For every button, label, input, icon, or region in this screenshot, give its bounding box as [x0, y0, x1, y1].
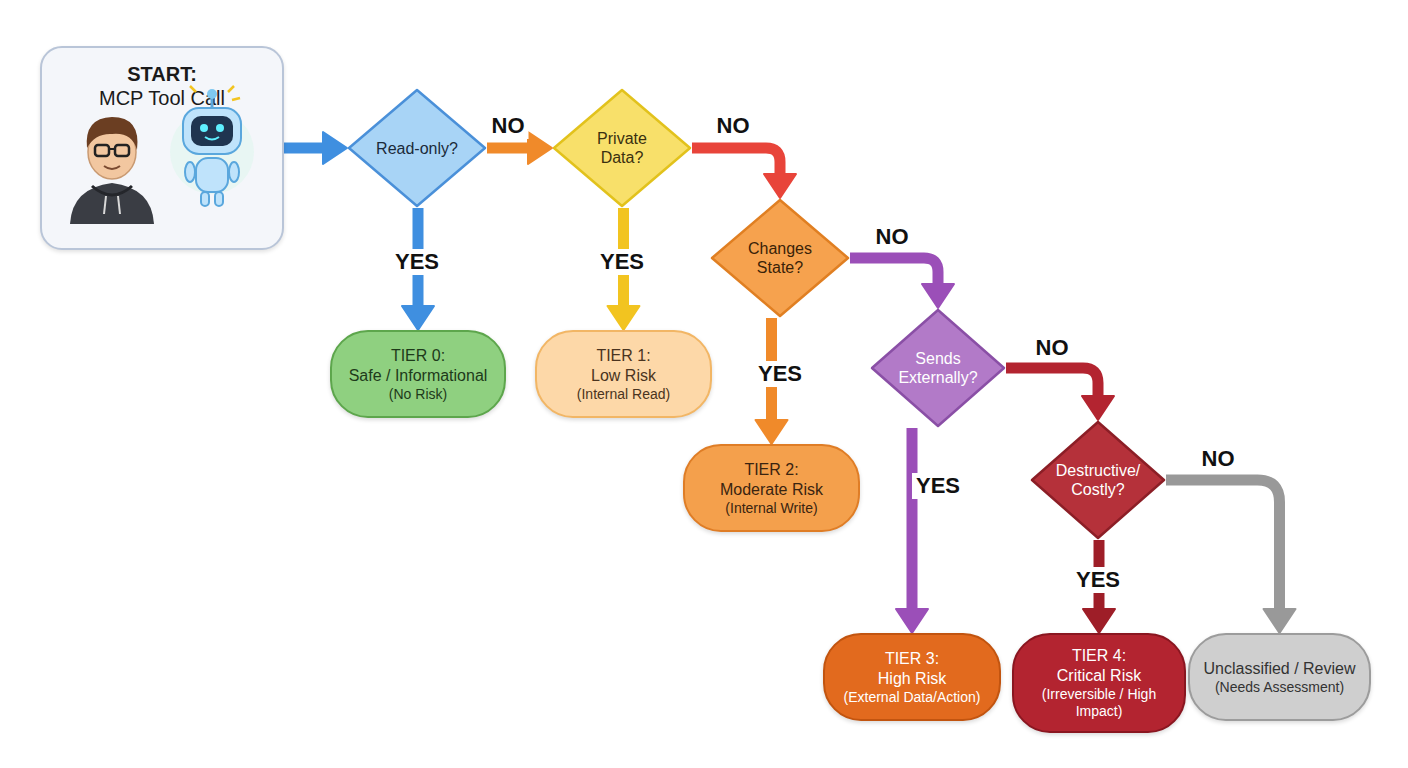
outcome-note: (Internal Read): [577, 386, 670, 403]
outcome-text-block: Unclassified / Review(Needs Assessment): [1190, 635, 1369, 719]
outcome-box: TIER 1:Low Risk(Internal Read): [535, 330, 712, 418]
outcome-text-block: TIER 0:Safe / Informational(No Risk): [332, 332, 504, 416]
diamond-outline: [870, 308, 1006, 428]
decision-diamond: Changes State?: [710, 198, 850, 318]
decision-diamond: Private Data?: [552, 88, 692, 208]
connector-line: [850, 258, 938, 286]
arrow-head: [323, 132, 347, 164]
outcome-text: Critical Risk: [1057, 666, 1141, 686]
start-text: MCP Tool Call: [42, 86, 282, 110]
outcome-box: TIER 2:Moderate Risk(Internal Write): [683, 444, 860, 532]
arrow-head: [608, 306, 640, 330]
decision-diamond: Destructive/ Costly?: [1030, 420, 1166, 540]
diamond-shape: [1032, 422, 1164, 538]
connector-line: [487, 143, 530, 154]
arrow-head: [756, 420, 788, 444]
arrow-head: [922, 284, 954, 308]
diamond-shape: [872, 310, 1004, 426]
decision-text: Changes State?: [734, 239, 826, 277]
outcome-note: (Needs Assessment): [1215, 679, 1344, 696]
arrow-head: [764, 174, 796, 198]
outcome-text: Safe / Informational: [349, 366, 488, 386]
edge-label: NO: [488, 113, 529, 139]
edge-label: YES: [912, 473, 964, 499]
diamond-outline: [1030, 420, 1166, 540]
start-heading: START:: [42, 62, 282, 86]
edge-label: NO: [872, 224, 913, 250]
outcome-text: TIER 2:: [744, 460, 798, 480]
outcome-box: Unclassified / Review(Needs Assessment): [1188, 633, 1371, 721]
arrow-head: [402, 306, 434, 330]
outcome-note: (Irreversible / High Impact): [1022, 686, 1176, 720]
outcome-text: TIER 0:: [391, 346, 445, 366]
edge-label: NO: [1198, 446, 1239, 472]
outcome-box: TIER 0:Safe / Informational(No Risk): [330, 330, 506, 418]
connector-line: [1006, 368, 1098, 398]
diamond-shape: [554, 90, 690, 206]
decision-text: Private Data?: [576, 129, 668, 167]
diamond-outline: [552, 88, 692, 208]
arrow-head: [528, 132, 552, 164]
outcome-note: (External Data/Action): [844, 689, 981, 706]
diamond-shape: [712, 200, 848, 316]
outcome-box: TIER 3:High Risk(External Data/Action): [823, 633, 1001, 721]
outcome-text: TIER 1:: [596, 346, 650, 366]
decision-text: Sends Externally?: [892, 349, 984, 387]
edge-label: NO: [1032, 335, 1073, 361]
outcome-note: (Internal Write): [725, 500, 817, 517]
connector: [850, 258, 954, 308]
outcome-text: Moderate Risk: [720, 480, 823, 500]
outcome-note: (No Risk): [389, 386, 447, 403]
connector-line: [692, 148, 780, 176]
decision-diamond: Read-only?: [347, 88, 487, 208]
outcome-text-block: TIER 4:Critical Risk(Irreversible / High…: [1014, 635, 1184, 731]
arrow-head: [1264, 609, 1296, 633]
arrow-head: [896, 609, 928, 633]
diamond-shape: [349, 90, 485, 206]
connector-line: [907, 428, 918, 611]
connector: [692, 148, 796, 198]
edge-label: YES: [596, 249, 648, 275]
arrow-head: [1082, 396, 1114, 420]
outcome-text-block: TIER 1:Low Risk(Internal Read): [537, 332, 710, 416]
start-text-block: START:MCP Tool Call: [42, 62, 282, 110]
connector: [284, 132, 347, 164]
connector-line: [1166, 480, 1280, 611]
decision-text: Read-only?: [371, 139, 463, 158]
connector: [1166, 480, 1296, 633]
outcome-text-block: TIER 2:Moderate Risk(Internal Write): [685, 446, 858, 530]
edge-label: NO: [713, 113, 754, 139]
start-box: START:MCP Tool Call: [40, 46, 284, 250]
outcome-text: TIER 3:: [885, 649, 939, 669]
edge-label: YES: [1072, 567, 1124, 593]
outcome-text: Unclassified / Review: [1203, 659, 1355, 679]
edge-label: YES: [391, 249, 443, 275]
outcome-text: TIER 4:: [1072, 646, 1126, 666]
decision-diamond: Sends Externally?: [870, 308, 1006, 428]
outcome-text: High Risk: [878, 669, 946, 689]
outcome-box: TIER 4:Critical Risk(Irreversible / High…: [1012, 633, 1186, 733]
outcome-text-block: TIER 3:High Risk(External Data/Action): [825, 635, 999, 719]
decision-text: Destructive/ Costly?: [1052, 461, 1144, 499]
connector: [896, 428, 928, 633]
arrow-head: [1083, 609, 1115, 633]
diamond-outline: [710, 198, 850, 318]
connector: [1006, 368, 1114, 420]
connector-line: [284, 143, 325, 154]
edge-label: YES: [754, 361, 806, 387]
outcome-text: Low Risk: [591, 366, 656, 386]
